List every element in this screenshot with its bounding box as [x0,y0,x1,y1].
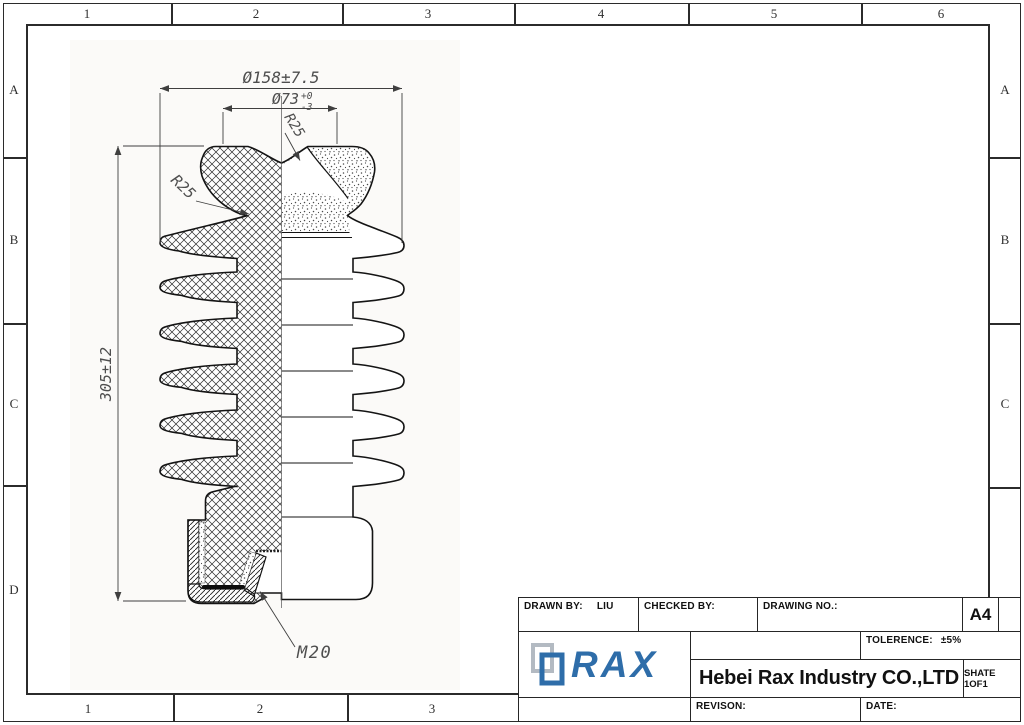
grid-label-top-6: 6 [937,6,945,21]
grid-divider [3,157,26,159]
porcelain-pocket [281,147,349,203]
grid-label-left-d: D [9,582,19,597]
grid-label-top-3: 3 [424,6,432,21]
cement-interface-curve [306,147,349,199]
grid-divider [990,487,1021,489]
crosshatch-section [160,146,282,604]
paper-size-value: A4 [969,604,992,624]
grid-label-left-b: B [9,232,19,247]
company-name: Hebei Rax Industry CO.,LTD [699,667,960,689]
sheet-outer-border [3,3,1021,722]
revision-label: REVISON: [696,701,746,712]
rax-logo-text: RAX [571,644,659,685]
shed-junction-lines [281,237,353,518]
grid-label-top-1: 1 [83,6,91,21]
dim-groove-tol-upper: +0 [301,91,313,102]
tolerance-value: ±5% [940,635,962,646]
dim-groove-diameter: Ø73 [272,90,299,108]
flange-cement [198,521,257,591]
insulator-body [160,146,404,604]
grid-label-top-4: 4 [597,6,605,21]
titleblock-cell-sheet: SHATE 1OF1 [963,659,1021,698]
dimension-labels: Ø158±7.5 Ø73 +0 -3 R25 R25 305±12 M20 [97,68,332,663]
titleblock-cell-revision: REVISON: [690,697,861,722]
insulator-outline [159,145,405,605]
grid-divider [171,3,173,24]
titleblock-cell-blank-mid [690,631,861,660]
insulator-technical-drawing: Ø158±7.5 Ø73 +0 -3 R25 R25 305±12 M20 [70,40,460,690]
grid-divider [173,695,175,722]
grid-label-left-c: C [9,396,19,411]
dimension-lines [114,85,403,648]
dim-groove-tol-lower: -3 [301,102,313,113]
dim-outer-diameter: Ø158±7.5 [242,68,319,87]
dim-thread: M20 [296,643,332,663]
titleblock-cell-blank-bottom [518,697,691,722]
grid-label-right-a: A [1000,82,1010,97]
grid-divider [3,485,26,487]
grid-divider [861,3,863,24]
grid-divider [347,695,349,722]
tolerance-label: TOLERENCE: [866,635,933,646]
titleblock-cell-date: DATE: [860,697,1021,722]
grid-divider [990,323,1021,325]
grid-label-bottom-2: 2 [256,701,264,716]
grid-label-top-2: 2 [252,6,260,21]
checked-by-label: CHECKED BY: [644,601,715,612]
titleblock-cell-drawing-no: DRAWING NO.: [757,597,963,632]
grid-divider [990,157,1021,159]
titleblock-cell-tolerance: TOLERENCE: ±5% [860,631,1021,660]
dim-height: 305±12 [97,347,115,402]
grid-label-right-b: B [1000,232,1010,247]
date-label: DATE: [866,701,897,712]
titleblock-cell-paper-size: A4 [962,597,999,632]
grid-divider [342,3,344,24]
grid-label-bottom-1: 1 [84,701,92,716]
grid-divider [688,3,690,24]
grid-divider [3,323,26,325]
grid-divider [514,3,516,24]
drawn-by-value: LIU [596,601,614,612]
titleblock-cell-drawn-by: DRAWN BY: LIU [518,597,639,632]
grid-label-left-a: A [9,82,19,97]
rax-logo-icon [531,642,565,685]
sheet-number: SHATE 1OF1 [964,667,996,690]
titleblock-cell-logo: RAX [518,631,691,698]
drawn-by-label: DRAWN BY: [524,601,583,612]
drawing-frame [26,24,990,695]
grid-label-bottom-3: 3 [428,701,436,716]
titleblock-cell-company: Hebei Rax Industry CO.,LTD [690,659,964,698]
grid-label-right-c: C [1000,396,1010,411]
titleblock-cell-checked-by: CHECKED BY: [638,597,758,632]
drawing-no-label: DRAWING NO.: [763,601,838,612]
titleblock-cell-blank-right [998,597,1021,632]
grid-label-top-5: 5 [770,6,778,21]
